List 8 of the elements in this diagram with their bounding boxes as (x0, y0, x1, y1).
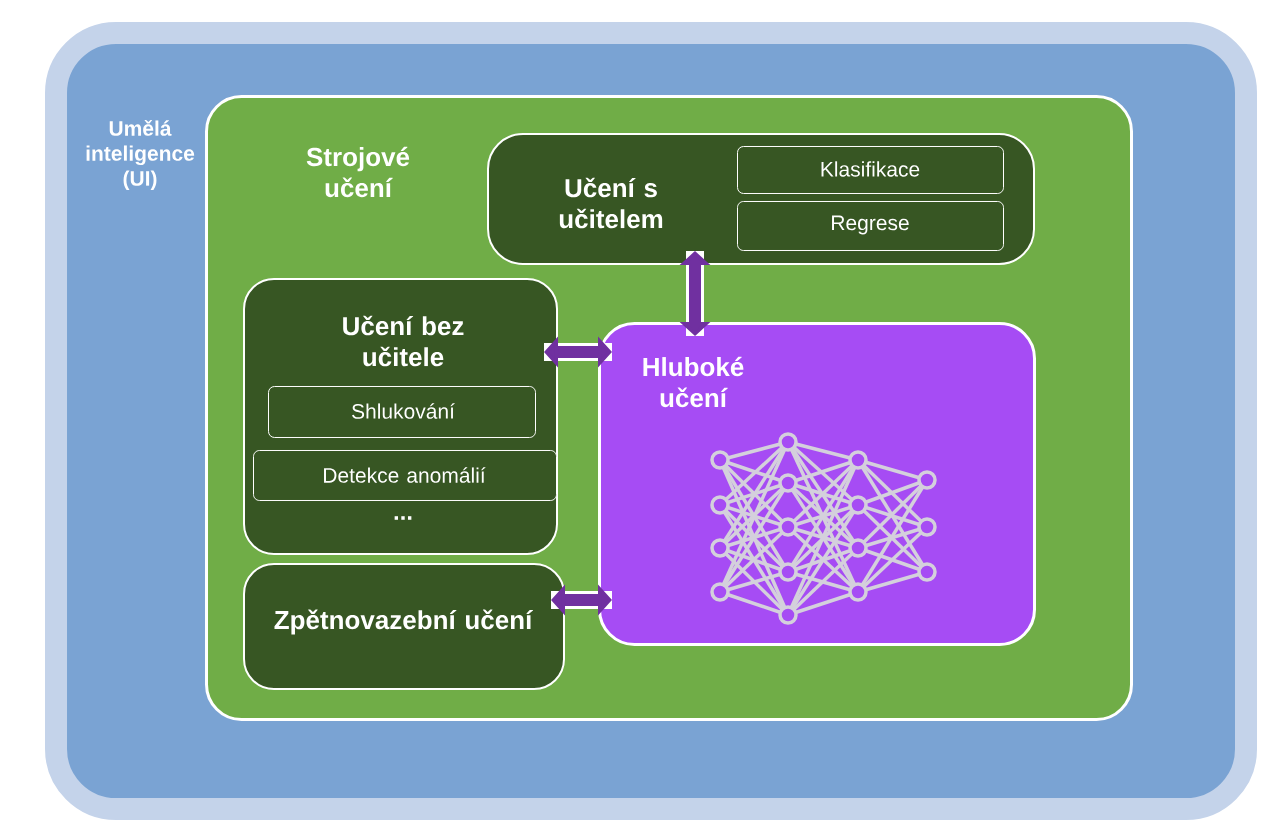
item-box: Klasifikace (737, 146, 1004, 194)
double-arrow (551, 584, 612, 616)
item-box: Shlukování (268, 386, 536, 438)
double-arrow (679, 251, 711, 336)
category-box: Zpětnovazební učení (243, 563, 565, 690)
double-arrow (544, 336, 612, 368)
item-box: Regrese (737, 201, 1004, 251)
item-box: Detekce anomálií (253, 450, 557, 501)
